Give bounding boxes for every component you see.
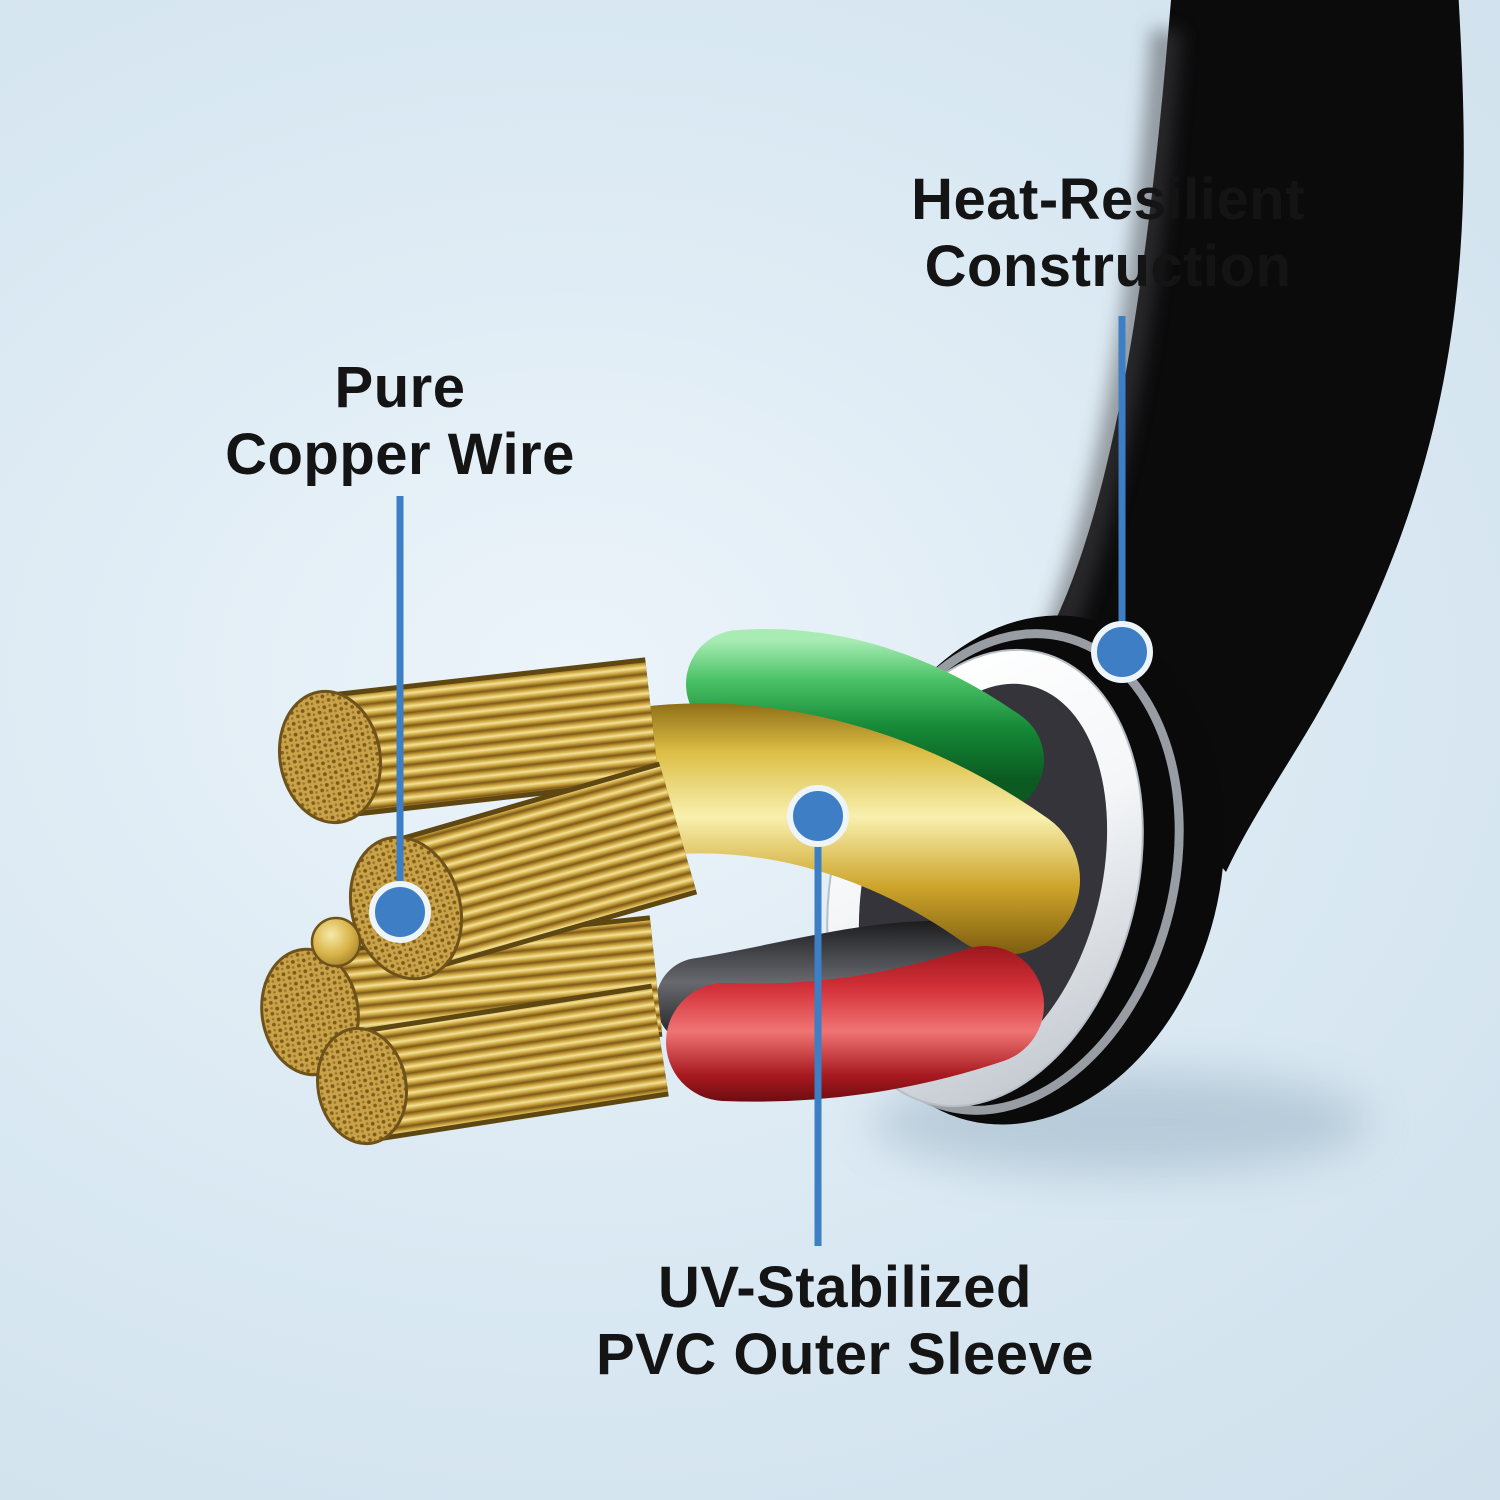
label-copper-line1: Pure [334, 355, 466, 420]
callout-dot-heat-resilient [1091, 621, 1153, 683]
wire-red [666, 946, 1044, 1102]
copper-bundle-top-face [277, 689, 383, 825]
label-uv-line1: UV-Stabilized [658, 1255, 1032, 1320]
copper-bundle-bottom-face [316, 1026, 408, 1146]
label-copper-line2: Copper Wire [225, 422, 575, 488]
copper-bundle-bottom [316, 983, 669, 1146]
label-pure-copper-wire: Pure Copper Wire [100, 354, 700, 489]
label-uv-pvc-sleeve: UV-Stabilized PVC Outer Sleeve [495, 1254, 1195, 1389]
callout-dot-pure-copper [369, 881, 431, 943]
label-heat-line1: Heat-Resilient [911, 167, 1305, 232]
label-uv-line2: PVC Outer Sleeve [596, 1322, 1094, 1388]
wire-green [686, 629, 1044, 814]
label-heat-line2: Construction [924, 234, 1292, 300]
label-heat-resilient: Heat-Resilient Construction [758, 166, 1458, 301]
copper-bundle-top [277, 657, 659, 825]
copper-center-strand [310, 916, 362, 968]
copper-bundle-lower [260, 915, 663, 1077]
callout-dot-uv-sleeve [787, 785, 849, 847]
